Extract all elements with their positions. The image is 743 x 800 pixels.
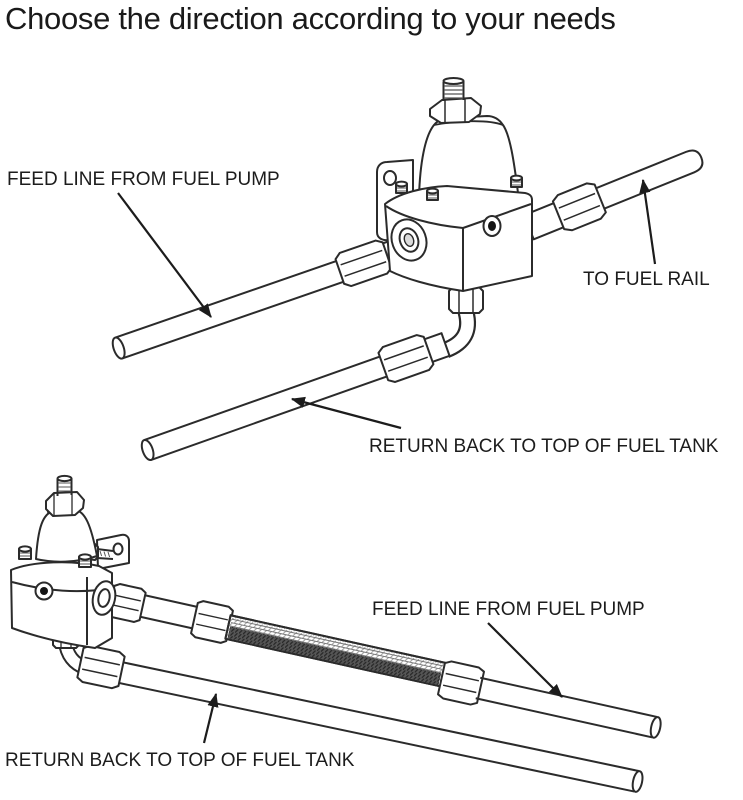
braid-fitting-left-bottom [190,600,234,644]
gauge-port-top [482,215,502,237]
rail-tube-top [522,149,704,241]
arrow-feed-line-bottom [487,622,563,698]
pressure-regulator-top [376,77,533,292]
feed-end-tube-bottom [475,676,662,739]
feed-hose-bottom [135,593,204,631]
body-bolt-bottom-2 [78,553,92,568]
mounting-bracket-bottom [96,533,130,570]
feed-fitting-top [334,239,393,288]
label-feed-line-bottom: FEED LINE FROM FUEL PUMP [372,599,645,620]
label-fuel-rail-top: TO FUEL RAIL [583,269,710,290]
body-bolt-bottom-1 [18,545,32,560]
return-fitting-bottom [76,644,126,690]
arrow-feed-line-top [117,192,212,318]
body-bolt-top-3 [510,174,523,188]
diagram-bottom-regulator-assembly: FEED LINE FROM FUEL PUMP RETURN BACK TO … [5,474,662,793]
page-title: Choose the direction according to your n… [5,1,616,36]
arrow-return-line-bottom [202,692,219,744]
braid-fitting-right-bottom [437,660,485,706]
body-bolt-top-2 [426,187,439,201]
arrow-fuel-rail-top [639,178,657,265]
label-feed-line-top: FEED LINE FROM FUEL PUMP [7,169,280,190]
braided-hose-section [224,614,447,688]
arrow-return-line-top [290,396,402,430]
return-tube-bottom [115,660,644,793]
adjuster-nut-top [429,97,482,124]
label-return-line-top: RETURN BACK TO TOP OF FUEL TANK [369,436,719,457]
regulator-body-top [384,185,533,292]
diagram-top-regulator-assembly: FEED LINE FROM FUEL PUMP TO FUEL RAIL RE… [7,77,719,462]
inlet-boss-top [390,218,428,262]
pressure-regulator-bottom [10,474,130,649]
rail-fitting-top [551,182,607,232]
label-return-line-bottom: RETURN BACK TO TOP OF FUEL TANK [5,750,355,771]
return-fitting-top [377,332,451,383]
return-elbow-top [442,309,477,358]
body-bolt-top-1 [395,180,408,194]
adjuster-stud-bottom [56,474,73,496]
outlet-boss-bottom [91,580,117,616]
return-tube-top [140,341,429,462]
feed-tube-top [111,235,413,360]
adjuster-nut-bottom [45,491,85,517]
adjuster-stud-top [442,77,465,101]
gauge-port-bottom [34,581,54,601]
